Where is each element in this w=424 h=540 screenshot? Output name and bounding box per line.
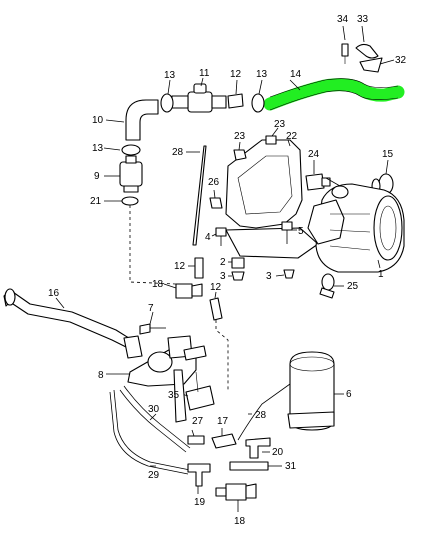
check-valve-11: [171, 77, 227, 113]
callout-17: 17: [217, 416, 229, 427]
callout-31: 31: [285, 461, 297, 472]
hose-piece-12b: [188, 257, 204, 279]
hose-clamp-25: [319, 273, 344, 299]
callout-13b: 13: [256, 69, 268, 80]
hose-30: [119, 385, 191, 453]
valve-9: [104, 155, 143, 193]
hose-clamp-13b: [251, 79, 265, 113]
nut-23a: [233, 141, 247, 161]
nut-23b: [265, 127, 279, 145]
fitting-24: [305, 160, 331, 191]
callout-2: 2: [220, 257, 226, 268]
nut-3b: [275, 269, 295, 279]
callout-12b: 12: [174, 261, 186, 272]
pipe-28a: [186, 145, 207, 246]
callout-1: 1: [378, 269, 384, 280]
callout-28b: 28: [255, 410, 267, 421]
bracket-35: [181, 371, 215, 411]
hose-28b: [173, 369, 291, 441]
callout-26: 26: [208, 177, 220, 188]
solenoid-valve-18b: [215, 483, 257, 512]
callout-33: 33: [357, 14, 369, 25]
callout-16: 16: [48, 288, 60, 299]
bolt-4: [211, 227, 227, 246]
grommet-26: [209, 189, 223, 209]
callout-18b: 18: [234, 516, 246, 527]
callout-15: 15: [382, 149, 394, 160]
callout-25: 25: [347, 281, 359, 292]
mounting-bracket-22: [225, 139, 319, 259]
callout-18a: 18: [152, 279, 164, 290]
callout-14: 14: [290, 69, 302, 80]
callout-9: 9: [94, 171, 100, 182]
tee-fitting-20: [245, 437, 271, 459]
callout-19: 19: [194, 497, 206, 508]
callout-20: 20: [272, 447, 284, 458]
callout-28a: 28: [172, 147, 184, 158]
callout-8: 8: [98, 370, 104, 381]
callout-10: 10: [92, 115, 104, 126]
callout-12a: 12: [230, 69, 242, 80]
callout-7: 7: [148, 303, 154, 314]
callout-3b: 3: [266, 271, 272, 282]
callout-6: 6: [346, 389, 352, 400]
callout-5: 5: [298, 226, 304, 237]
callout-23b: 23: [274, 119, 286, 130]
air-pump-1: [307, 177, 405, 273]
assembly-guide-lines: [129, 205, 229, 390]
callout-30: 30: [148, 404, 160, 415]
nut-3a: [228, 271, 245, 281]
tee-fitting-19: [187, 463, 211, 494]
hose-piece-12c: [209, 291, 223, 321]
callout-3a: 3: [220, 271, 226, 282]
hose-29: [109, 389, 191, 475]
callout-35: 35: [168, 390, 180, 401]
callout-13c: 13: [92, 143, 104, 154]
canister-6: [287, 351, 344, 431]
bushing-2: [228, 257, 245, 269]
callout-4: 4: [205, 232, 211, 243]
solenoid-valve-18a: [163, 283, 203, 299]
callout-34: 34: [337, 14, 349, 25]
hose-31: [229, 461, 282, 471]
callout-21: 21: [90, 196, 102, 207]
callout-29: 29: [148, 470, 160, 481]
bracket-assembly: [341, 25, 395, 73]
callout-24: 24: [308, 149, 320, 160]
callout-23a: 23: [234, 131, 246, 142]
hose-piece-12a: [227, 79, 244, 109]
washer-21: [104, 196, 139, 206]
hose-clamp-13a: [160, 79, 174, 113]
fitting-27: [187, 429, 205, 445]
fitting-17: [211, 428, 237, 449]
callout-12c: 12: [210, 282, 222, 293]
callout-22: 22: [286, 131, 298, 142]
callout-labels: 34 33 32 13 11 12 13 14 10 13 28 23 23 2…: [48, 14, 407, 527]
pipe-16: [3, 288, 143, 359]
bolt-5: [281, 221, 297, 244]
hose-14: [263, 78, 405, 111]
screw-7: [139, 311, 166, 335]
hose-clamp-13c: [103, 144, 141, 156]
callout-27: 27: [192, 416, 204, 427]
callout-32: 32: [395, 55, 407, 66]
callout-13a: 13: [164, 70, 176, 81]
elbow-hose-10: [105, 99, 159, 141]
callout-11: 11: [199, 68, 210, 79]
